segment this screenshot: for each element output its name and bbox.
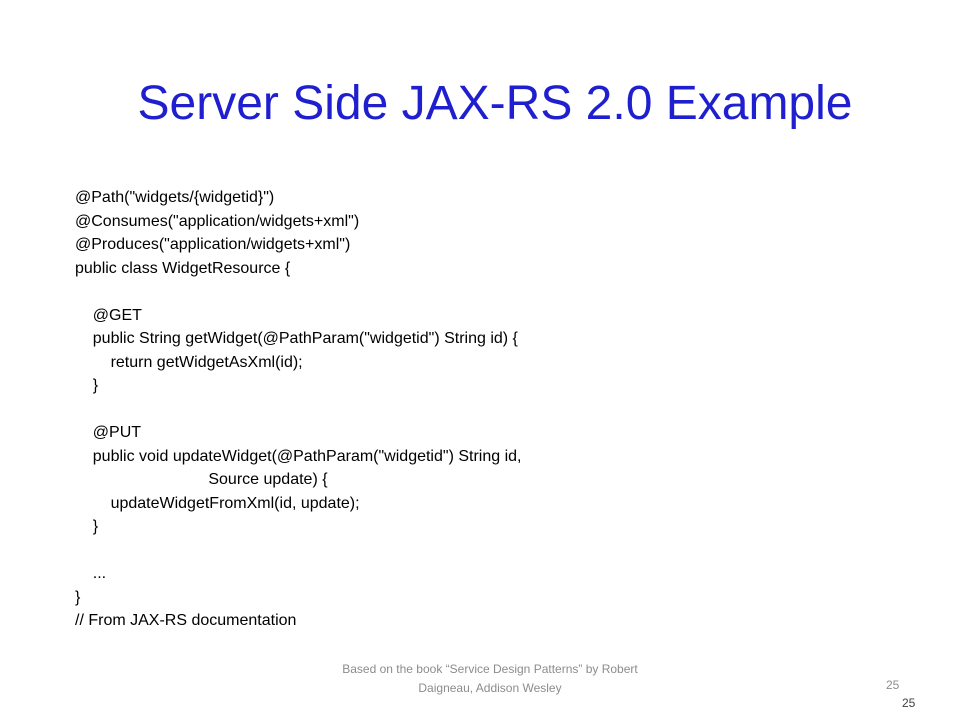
code-line: @Consumes("application/widgets+xml")	[75, 212, 360, 230]
code-line	[75, 280, 895, 304]
code-line: @PUT	[75, 424, 142, 441]
code-line	[75, 539, 895, 563]
code-line: updateWidgetFromXml(id, update);	[75, 494, 360, 512]
code-line: @GET	[75, 306, 142, 324]
slide-title: Server Side JAX-RS 2.0 Example	[137, 77, 853, 130]
code-line: return getWidgetAsXml(id);	[75, 353, 303, 371]
code-line: public void updateWidget(@PathParam("wid…	[75, 447, 522, 465]
code-line: // From JAX-RS documentation	[75, 612, 297, 629]
code-block: @Path("widgets/{widgetid}") @Consumes("a…	[75, 186, 895, 633]
code-line	[75, 398, 895, 422]
code-line: }	[75, 377, 99, 394]
code-line: public class WidgetResource {	[75, 259, 291, 277]
code-line: public String getWidget(@PathParam("widg…	[75, 330, 518, 347]
footer-citation: Based on the book “Service Design Patter…	[342, 662, 638, 695]
code-line: }	[75, 588, 81, 606]
code-line: Source update) {	[75, 471, 328, 488]
code-line: @Path("widgets/{widgetid}")	[75, 189, 275, 206]
code-line: ...	[75, 565, 107, 582]
code-line: }	[75, 518, 99, 535]
page-number: 25	[886, 678, 900, 692]
code-line: @Produces("application/widgets+xml")	[75, 236, 351, 253]
page-number-secondary: 25	[902, 696, 916, 710]
